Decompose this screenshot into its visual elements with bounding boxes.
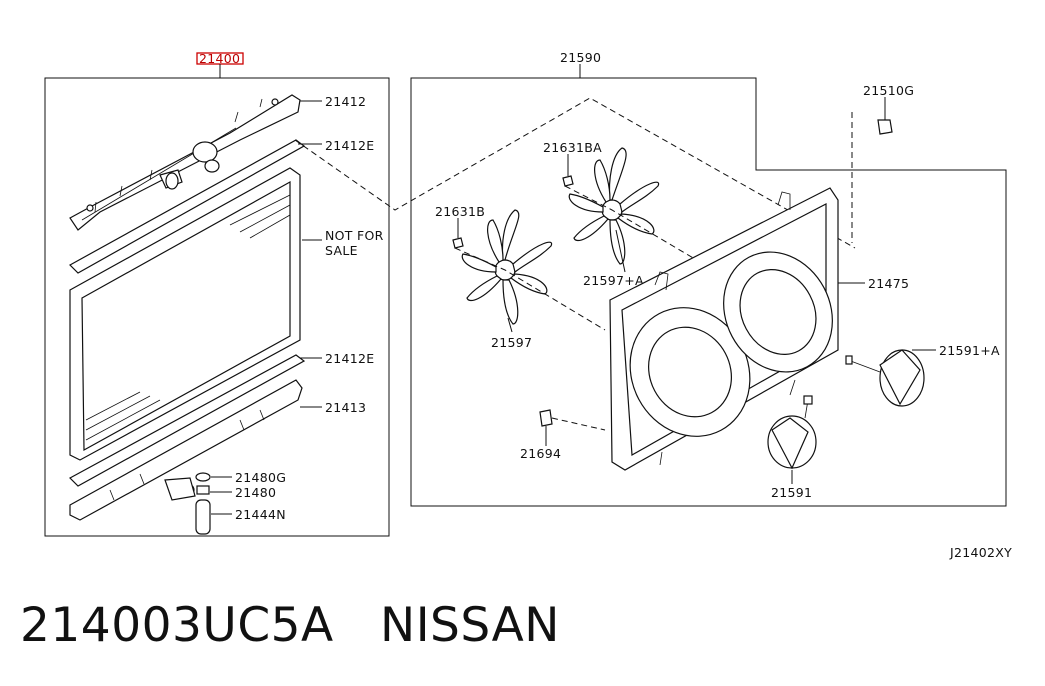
- bolt-21510g[interactable]: [877, 119, 893, 135]
- parts-diagram: 21400 21412 21412E NOT FOR SALE 21412E 2…: [44, 50, 1012, 560]
- bolt-21694[interactable]: [539, 409, 553, 427]
- radiator-upper-tank[interactable]: [69, 94, 301, 231]
- part-number-footer: 214003UC5A NISSAN: [20, 598, 560, 653]
- radiator-lower-tank[interactable]: [69, 379, 303, 521]
- callout-21444n[interactable]: 21444N: [235, 507, 286, 522]
- nut-21631b[interactable]: [452, 237, 464, 249]
- callout-21475[interactable]: 21475: [868, 276, 909, 291]
- callout-21591[interactable]: 21591: [771, 485, 812, 500]
- radiator-seal-lower[interactable]: [69, 354, 306, 487]
- note-not-for-sale-1: NOT FOR: [325, 228, 384, 243]
- part-number: 214003UC5A: [20, 598, 334, 653]
- brand-name: NISSAN: [380, 598, 560, 653]
- callout-21631ba[interactable]: 21631BA: [543, 140, 602, 155]
- callout-21412e-lower[interactable]: 21412E: [325, 351, 374, 366]
- fan-a[interactable]: [568, 147, 660, 265]
- callout-21694[interactable]: 21694: [520, 446, 561, 461]
- fan[interactable]: [461, 209, 553, 325]
- callout-21400[interactable]: 21400: [199, 51, 240, 66]
- callout-21597[interactable]: 21597: [491, 335, 532, 350]
- fan-shroud[interactable]: [608, 187, 853, 471]
- callout-21480g[interactable]: 21480G: [235, 470, 286, 485]
- callout-21412e-upper[interactable]: 21412E: [325, 138, 374, 153]
- nut-21631ba[interactable]: [562, 175, 574, 187]
- fan-group-frame: [410, 77, 1007, 507]
- gasket[interactable]: [196, 485, 210, 495]
- callout-21590[interactable]: 21590: [560, 50, 601, 65]
- diagram-id: J21402XY: [949, 545, 1012, 560]
- callout-21510g[interactable]: 21510G: [863, 83, 914, 98]
- gasket-g[interactable]: [195, 472, 211, 482]
- radiator-group-frame: [44, 77, 390, 537]
- note-not-for-sale-2: SALE: [325, 243, 358, 258]
- callout-21413[interactable]: 21413: [325, 400, 366, 415]
- callout-21631b[interactable]: 21631B: [435, 204, 485, 219]
- callout-21591a[interactable]: 21591+A: [939, 343, 1000, 358]
- fan-motor-a[interactable]: [845, 349, 925, 407]
- fan-motor[interactable]: [767, 395, 817, 470]
- drain-hose[interactable]: [195, 499, 211, 535]
- callout-21412[interactable]: 21412: [325, 94, 366, 109]
- radiator-core[interactable]: [69, 167, 301, 461]
- callout-21480[interactable]: 21480: [235, 485, 276, 500]
- callout-21597a[interactable]: 21597+A: [583, 273, 644, 288]
